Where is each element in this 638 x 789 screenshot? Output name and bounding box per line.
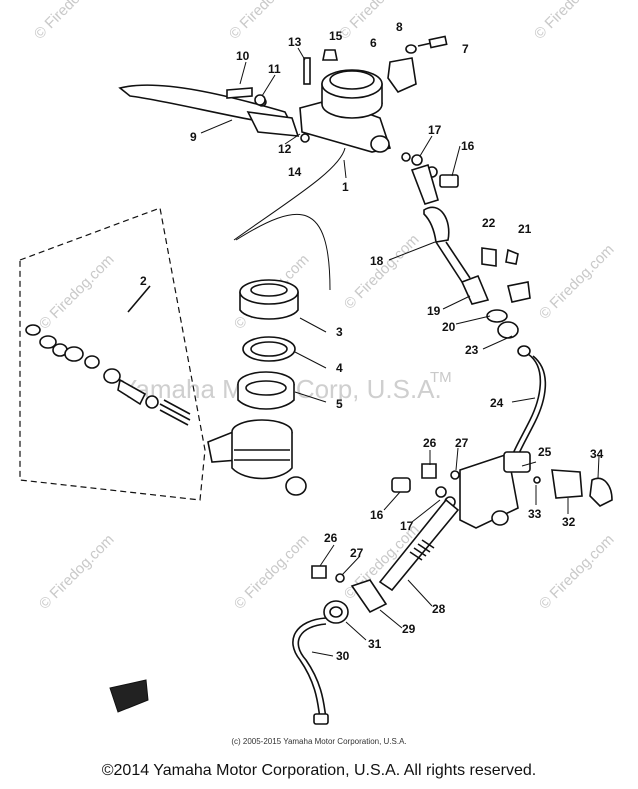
part-label: 16 bbox=[370, 508, 384, 522]
brake-lever bbox=[118, 84, 300, 137]
lower-fittings bbox=[311, 463, 460, 583]
brake-switch-upper bbox=[481, 247, 531, 357]
watermark-firedog: © Firedog.com bbox=[341, 231, 423, 313]
part-label: 6 bbox=[370, 36, 377, 50]
part-label: 3 bbox=[336, 325, 343, 339]
watermark-firedog: © Firedog.com bbox=[231, 531, 313, 613]
part-label: 9 bbox=[190, 130, 197, 144]
footer-copyright: ©2014 Yamaha Motor Corporation, U.S.A. A… bbox=[101, 762, 537, 779]
part-label: 13 bbox=[288, 35, 302, 49]
watermark-tm: TM bbox=[430, 369, 452, 386]
part-label: 29 bbox=[402, 622, 416, 636]
part-label: 16 bbox=[461, 139, 475, 153]
master-cylinder-exploded-body bbox=[207, 419, 307, 496]
part-label: 28 bbox=[432, 602, 446, 616]
part-label: 19 bbox=[427, 304, 441, 318]
part-label: 15 bbox=[329, 29, 343, 43]
watermark-firedog: © Firedog.com bbox=[536, 531, 618, 613]
watermark-firedog: © Firedog.com bbox=[36, 251, 118, 333]
part-label: 4 bbox=[336, 361, 343, 375]
part-label: 27 bbox=[455, 436, 469, 450]
part-label: 8 bbox=[396, 20, 403, 34]
part-label: 1 bbox=[342, 180, 349, 194]
part-label: 2 bbox=[140, 274, 147, 288]
part-labels: 1 2 3 4 5 6 7 8 9 10 11 12 13 14 15 16 1… bbox=[140, 20, 604, 663]
watermark-firedog: © Firedog.com bbox=[31, 0, 113, 43]
leader-lines bbox=[200, 47, 600, 657]
rear-master-cylinder bbox=[459, 451, 531, 529]
diaphragm bbox=[237, 371, 295, 410]
front-direction-arrow bbox=[109, 679, 149, 713]
part-label: 25 bbox=[538, 445, 552, 459]
part-label: 26 bbox=[423, 436, 437, 450]
part-label: 12 bbox=[278, 142, 292, 156]
part-label: 14 bbox=[288, 165, 302, 179]
part-label: 17 bbox=[400, 519, 414, 533]
part-label: 31 bbox=[368, 637, 382, 651]
upper-brake-hose bbox=[410, 163, 490, 305]
master-cylinder-body bbox=[299, 69, 392, 153]
watermark-firedog: © Firedog.com bbox=[536, 241, 618, 323]
part-label: 7 bbox=[462, 42, 469, 56]
part-label: 5 bbox=[336, 397, 343, 411]
rear-banjo bbox=[323, 600, 349, 624]
part-label: 11 bbox=[268, 62, 281, 76]
part-label: 18 bbox=[370, 254, 384, 268]
part-label: 27 bbox=[350, 546, 364, 560]
reservoir-cap-small-parts bbox=[226, 35, 448, 143]
part-label: 21 bbox=[518, 222, 532, 236]
rear-brake-hose bbox=[350, 498, 460, 614]
brake-light-switch bbox=[533, 469, 613, 507]
watermark-firedog: © Firedog.com bbox=[36, 531, 118, 613]
part-label: 32 bbox=[562, 515, 576, 529]
part-label: 33 bbox=[528, 507, 542, 521]
diaphragm-plate bbox=[242, 336, 296, 362]
part-label: 26 bbox=[324, 531, 338, 545]
part-label: 20 bbox=[442, 320, 456, 334]
part-label: 22 bbox=[482, 216, 496, 230]
exploded-view-box bbox=[19, 147, 346, 501]
part-label: 34 bbox=[590, 447, 604, 461]
watermark-firedog: © Firedog.com bbox=[531, 0, 613, 43]
part-label: 24 bbox=[490, 396, 504, 410]
part-label: 17 bbox=[428, 123, 442, 137]
brake-pipe bbox=[511, 353, 547, 459]
part-label: 23 bbox=[465, 343, 479, 357]
part-label: 10 bbox=[236, 49, 250, 63]
inner-copyright: (c) 2005-2015 Yamaha Motor Corporation, … bbox=[231, 737, 407, 746]
part-label: 30 bbox=[336, 649, 350, 663]
piston-kit bbox=[25, 324, 191, 426]
rear-brake-pipe bbox=[292, 617, 329, 725]
reservoir-cap bbox=[239, 279, 299, 320]
